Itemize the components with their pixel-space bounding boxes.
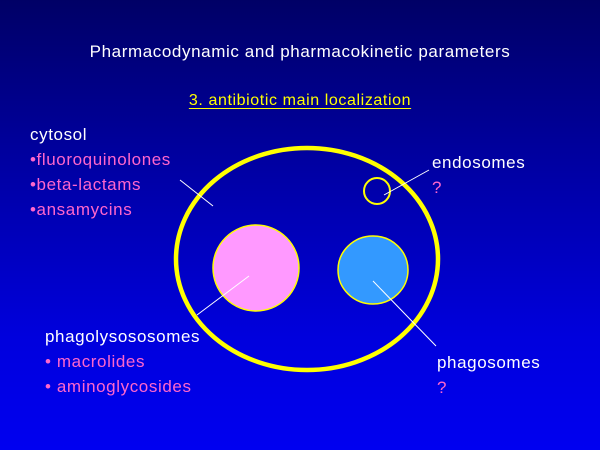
cytosol-label-block: cytosol •fluoroquinolones •beta-lactams …: [30, 122, 171, 222]
cytosol-leader-line: [179, 179, 214, 207]
cytosol-drug-item: •beta-lactams: [30, 175, 142, 194]
endosomes-note: ?: [432, 178, 443, 197]
endosome-leader-line: [383, 169, 430, 196]
phagolysosome-leader-line: [196, 275, 250, 316]
phagosomes-heading: phagosomes: [437, 353, 541, 372]
cell-outline: [173, 145, 441, 373]
slide-subtitle: 3. antibiotic main localization: [0, 92, 600, 110]
phagolysosomes-heading: phagolysososomes: [45, 327, 201, 346]
phagosome-leader-line: [372, 280, 437, 347]
phagolysosomes-drug-item: • aminoglycosides: [45, 377, 192, 396]
phagosomes-label-block: phagosomes ?: [437, 350, 540, 400]
endosomes-heading: endosomes: [432, 153, 526, 172]
phagolysosome-circle: [212, 224, 300, 312]
cytosol-drug-item: •ansamycins: [30, 200, 133, 219]
phagosomes-note: ?: [437, 378, 448, 397]
endosomes-label-block: endosomes ?: [432, 150, 525, 200]
cytosol-heading: cytosol: [30, 125, 88, 144]
endosome-circle: [363, 177, 391, 205]
slide-title: Pharmacodynamic and pharmacokinetic para…: [89, 42, 511, 61]
phagolysosomes-label-block: phagolysososomes • macrolides • aminogly…: [45, 324, 200, 399]
slide-subtitle-text: 3. antibiotic main localization: [188, 92, 412, 109]
phagolysosomes-drug-item: • macrolides: [45, 352, 146, 371]
cytosol-drug-item: •fluoroquinolones: [30, 150, 171, 169]
phagosome-circle: [337, 235, 409, 305]
